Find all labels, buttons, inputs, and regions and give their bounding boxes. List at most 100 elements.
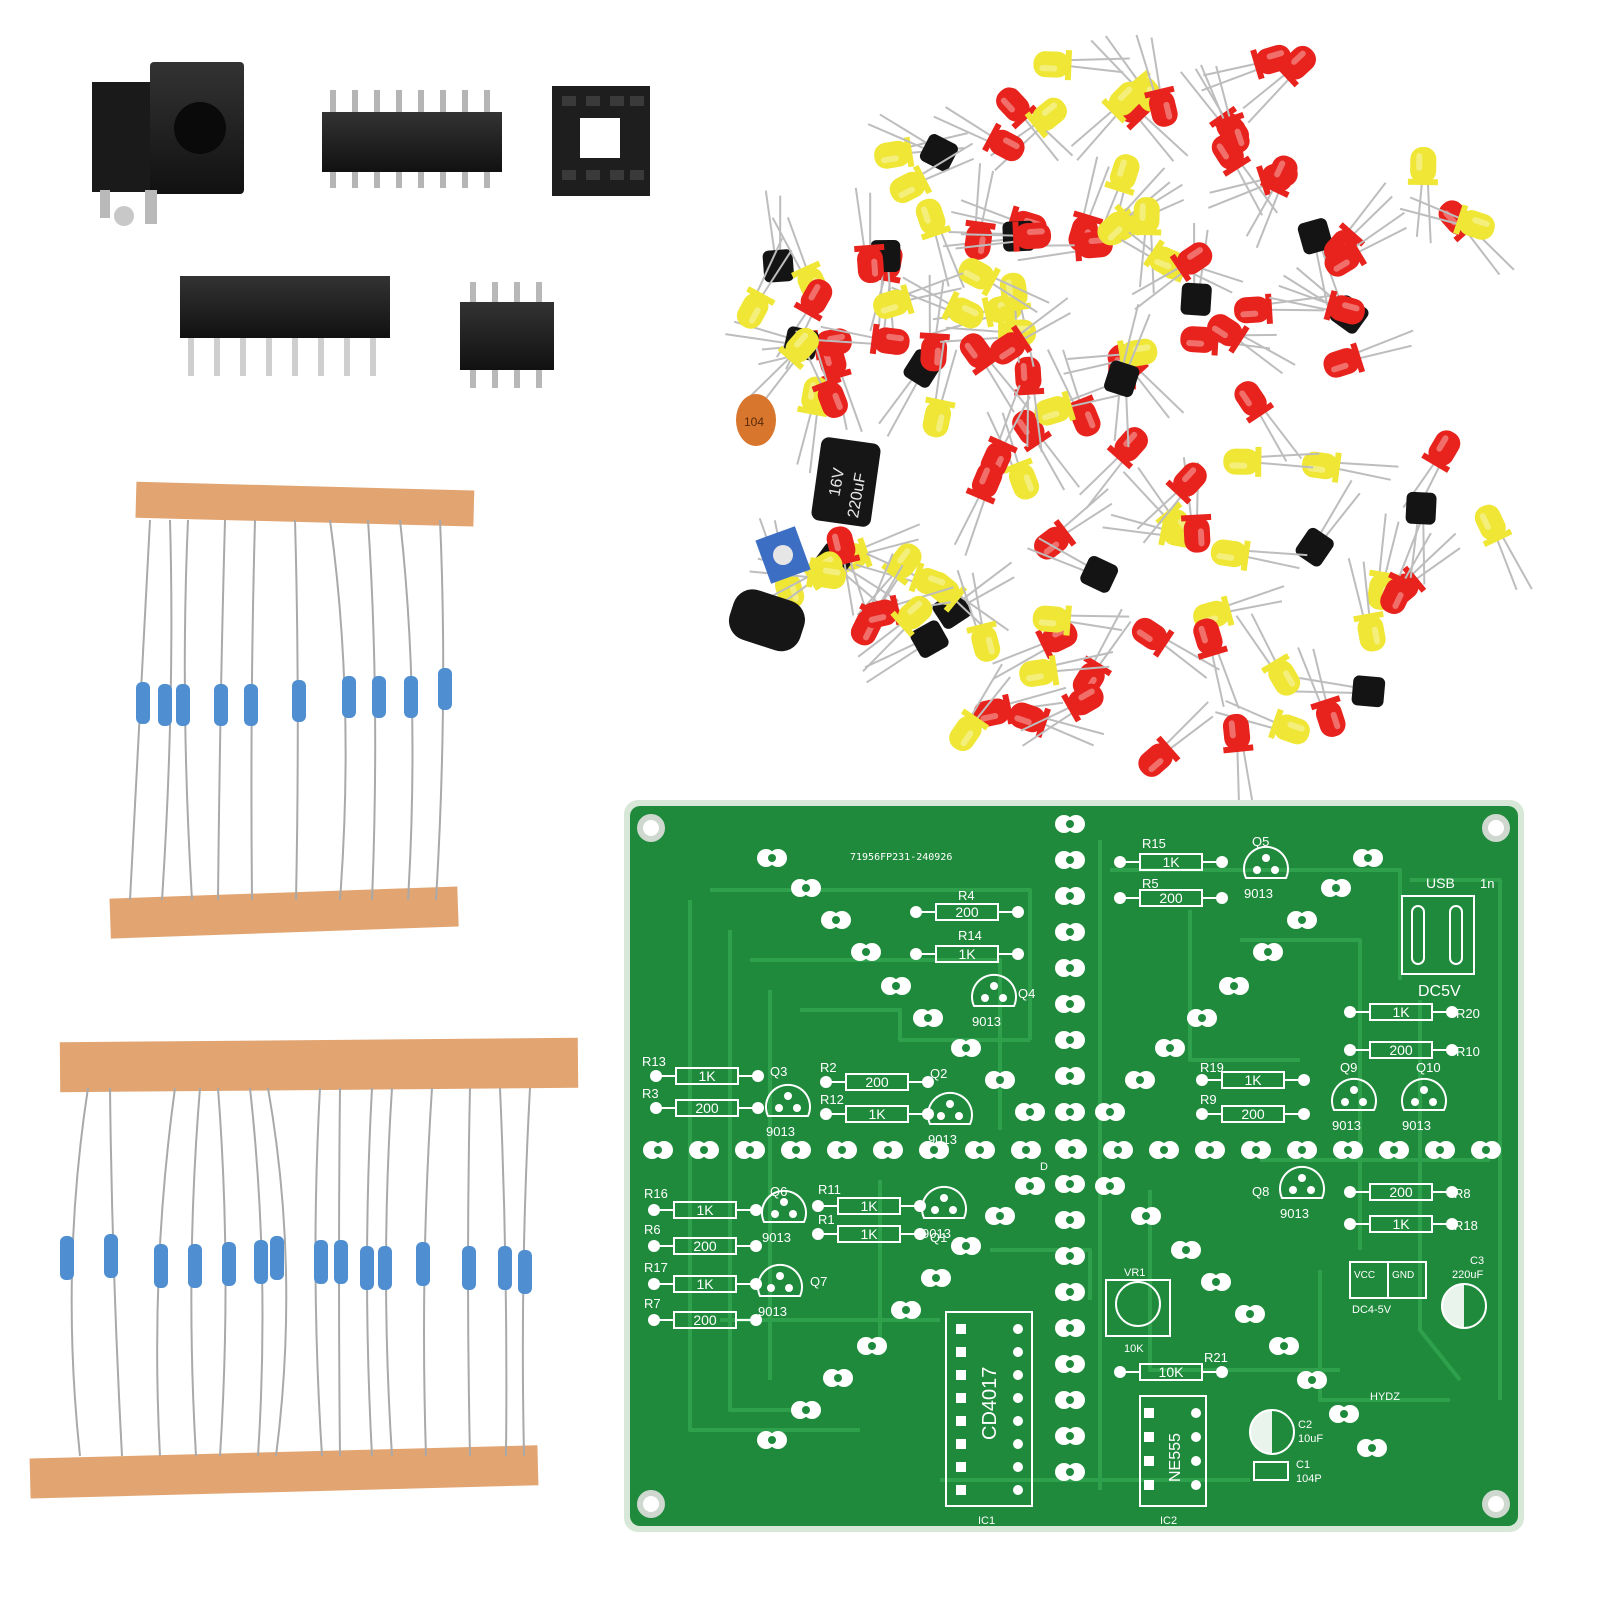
ic2-pad [1144, 1432, 1154, 1442]
led-footprint [1055, 1175, 1085, 1193]
loose-led [1138, 701, 1214, 777]
led-footprint [891, 1301, 921, 1319]
transistor-type: 9013 [1402, 1118, 1431, 1133]
led-footprint [1187, 1009, 1217, 1027]
loose-led [958, 258, 1050, 314]
led-footprint [1055, 1355, 1085, 1373]
led-footprint [1055, 959, 1085, 977]
resistor-ref: R12 [820, 1092, 844, 1107]
led-footprint [857, 1337, 887, 1355]
resistor-value: 200 [1241, 1106, 1265, 1122]
resistor-ref: R4 [958, 888, 975, 903]
loose-led [812, 323, 910, 355]
transistor-type: 9013 [922, 1226, 951, 1241]
loose-led [1269, 284, 1365, 325]
loose-ceramic-cap: 104 [736, 394, 776, 446]
resistor-ref: R10 [1456, 1044, 1480, 1059]
loose-transistor [1292, 675, 1386, 708]
loose-led [922, 340, 958, 438]
loose-led [1207, 314, 1296, 375]
led-footprint [735, 1141, 765, 1159]
resistor-value: 200 [955, 904, 979, 920]
loose-led [1402, 430, 1461, 521]
led-footprint [1055, 1319, 1085, 1337]
led-footprint [913, 1009, 943, 1027]
loose-led [949, 663, 1011, 752]
led-footprint [1055, 1067, 1085, 1085]
led-footprint [985, 1207, 1015, 1225]
loose-led [1407, 147, 1438, 244]
loose-led [1193, 618, 1240, 709]
led-footprint [1269, 1337, 1299, 1355]
hydz-label: HYDZ [1370, 1391, 1400, 1403]
led-footprint [821, 911, 851, 929]
resistor-ref: R11 [818, 1182, 841, 1197]
resistor-value: 200 [865, 1074, 889, 1090]
ceramic-cap-text: 104 [744, 415, 764, 429]
led-footprint [921, 1269, 951, 1287]
loose-led [1234, 293, 1330, 324]
ic1-pad [1013, 1347, 1023, 1357]
led-footprint [1055, 1031, 1085, 1049]
transistor-type: 9013 [1332, 1118, 1361, 1133]
resistor-value: 200 [1389, 1184, 1413, 1200]
loose-transistor [1104, 304, 1151, 398]
led-footprint [1235, 1305, 1265, 1323]
resistor-ref: R1 [818, 1212, 835, 1227]
loose-transistor [1027, 537, 1119, 593]
loose-led [1201, 44, 1292, 92]
led-footprint [1241, 1141, 1271, 1159]
loose-electrolytic-cap-small [728, 589, 805, 652]
ic1-chip: CD4017 [979, 1367, 1001, 1440]
resistor-ref: R7 [644, 1296, 661, 1311]
resistor-ref: R21 [1204, 1350, 1228, 1365]
vr1-ref: VR1 [1124, 1267, 1145, 1279]
ic2-pad [1191, 1456, 1201, 1466]
resistor-value: 200 [693, 1312, 717, 1328]
loose-led [1131, 242, 1213, 311]
ic1-pad [956, 1439, 966, 1449]
ic1-pad [956, 1393, 966, 1403]
loose-led [1136, 462, 1207, 544]
transistor-type: 9013 [1244, 886, 1273, 901]
led-footprint [951, 1039, 981, 1057]
gnd-label: GND [1392, 1270, 1414, 1281]
ic2-chip: NE555 [1167, 1433, 1184, 1482]
ic1-pad [1013, 1485, 1023, 1495]
loose-led [1297, 647, 1346, 737]
resistor-value: 1K [696, 1202, 714, 1218]
led-footprint [791, 1401, 821, 1419]
usb-label: USB [1426, 875, 1455, 891]
resistor-value: 1K [1162, 854, 1180, 870]
loose-transistor [867, 113, 958, 172]
loose-led [1020, 683, 1104, 747]
loose-led [1474, 504, 1533, 591]
led-footprint [1357, 1439, 1387, 1457]
resistor-value: 1K [1244, 1072, 1262, 1088]
transistor-ref: Q1 [930, 1230, 947, 1245]
ic2-pad [1191, 1408, 1201, 1418]
resistor-ref: R15 [1142, 836, 1166, 851]
loose-transistor [864, 620, 949, 684]
transistor-ref: Q5 [1252, 834, 1269, 849]
loose-led [1245, 155, 1298, 249]
led-footprint [1055, 887, 1085, 905]
loose-led [1324, 211, 1407, 277]
led-footprint [1131, 1207, 1161, 1225]
ic1-pad [1013, 1416, 1023, 1426]
vcc-label: VCC [1354, 1270, 1375, 1281]
led-footprint [1055, 1463, 1085, 1481]
ic1-pad [1013, 1462, 1023, 1472]
ic2-pad [1144, 1456, 1154, 1466]
